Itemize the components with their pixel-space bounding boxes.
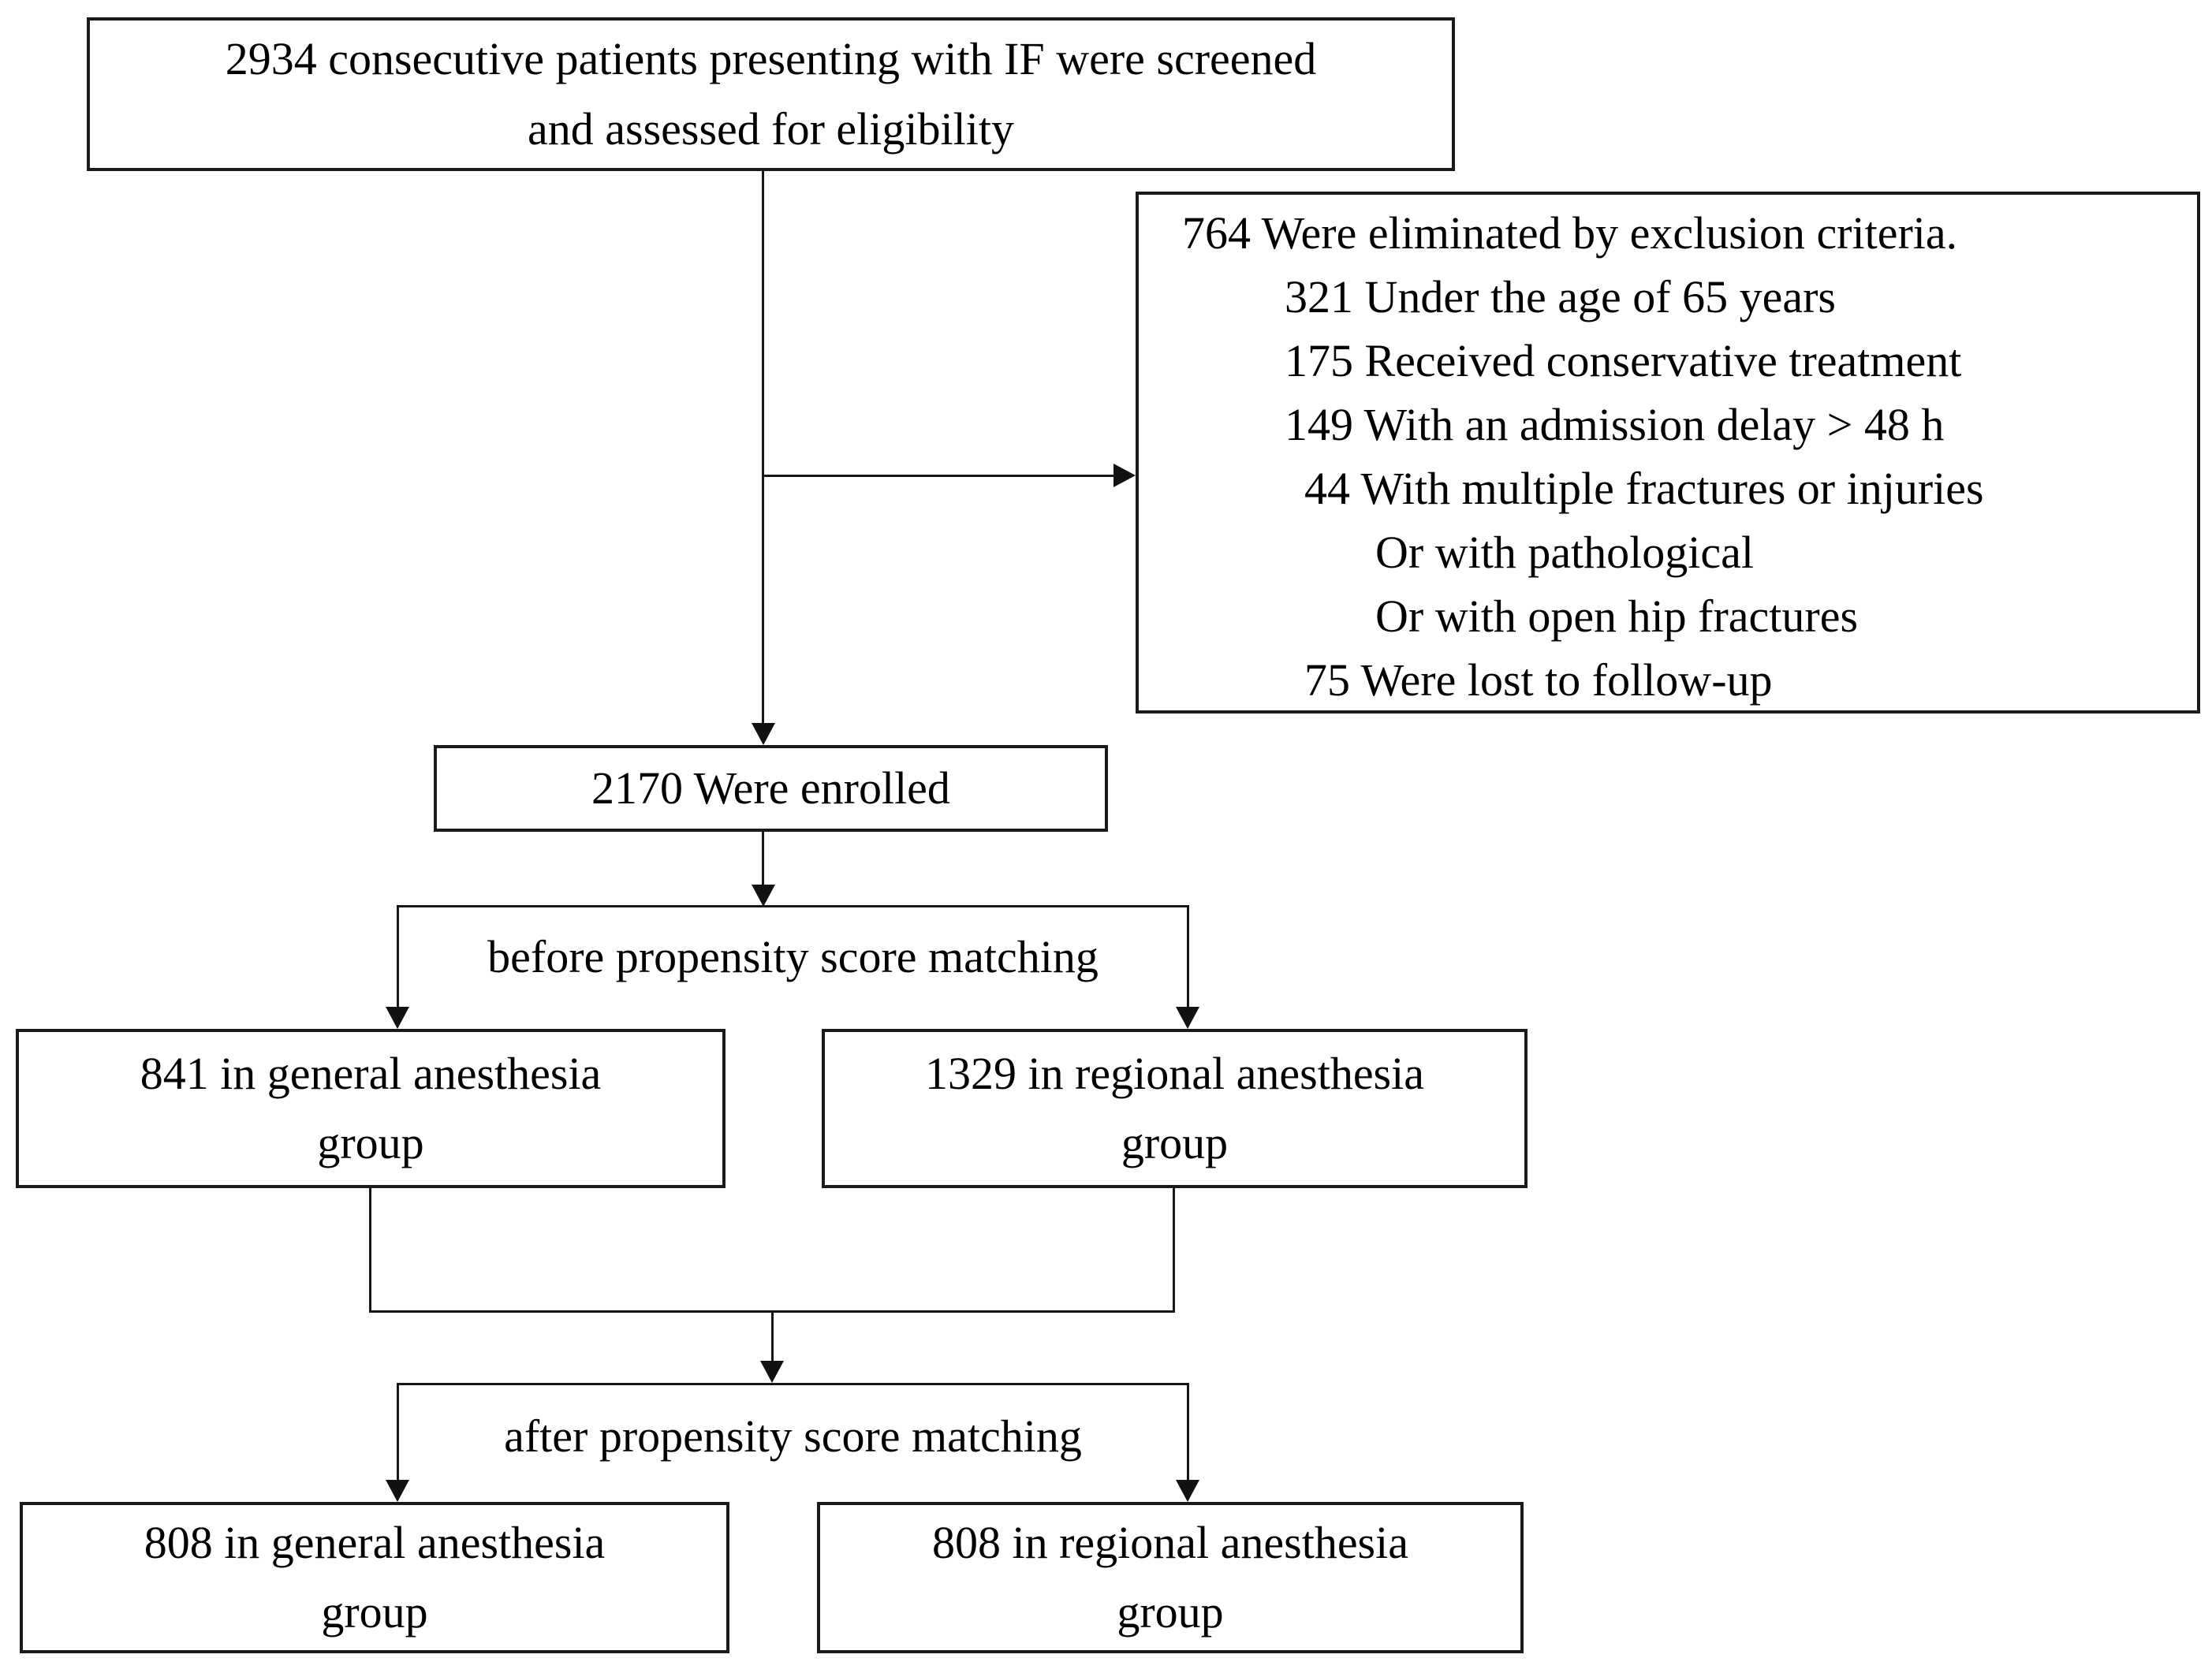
after-regional-box: 808 in regional anesthesia group: [817, 1502, 1524, 1653]
connector-screened-to-enrolled-line: [762, 171, 764, 725]
merge-left-line: [369, 1188, 371, 1313]
merge-center-line: [771, 1310, 774, 1362]
after-general-line1: 808 in general anesthesia: [144, 1516, 606, 1568]
screened-box-line2: and assessed for eligibility: [528, 102, 1014, 155]
enrolled-box: 2170 Were enrolled: [434, 745, 1108, 832]
after-regional-line1: 808 in regional anesthesia: [932, 1516, 1408, 1568]
before-bracket-top-line: [397, 905, 1189, 907]
excluded-line-lost-followup: 75 Were lost to follow-up: [1304, 654, 1773, 706]
after-regional-line2: group: [1117, 1586, 1224, 1638]
excluded-line-pathological: Or with pathological: [1375, 527, 1755, 578]
excluded-line-conservative: 175 Received conservative treatment: [1285, 335, 1962, 386]
excluded-line-total: 764 Were eliminated by exclusion criteri…: [1182, 207, 1958, 259]
before-regional-box: 1329 in regional anesthesia group: [822, 1029, 1528, 1188]
after-bracket-top-line: [397, 1383, 1189, 1385]
after-matching-label: after propensity score matching: [504, 1410, 1082, 1462]
arrowhead-into-before-general-icon: [386, 1007, 409, 1029]
before-regional-line2: group: [1121, 1117, 1229, 1168]
arrowhead-into-before-bracket-icon: [752, 885, 775, 907]
after-general-line2: group: [321, 1586, 428, 1638]
before-regional-line1: 1329 in regional anesthesia: [925, 1047, 1424, 1099]
before-general-line2: group: [317, 1117, 424, 1168]
before-general-box: 841 in general anesthesia group: [16, 1029, 726, 1188]
after-bracket-left-line: [397, 1383, 399, 1480]
enrolled-box-label: 2170 Were enrolled: [591, 762, 950, 814]
arrowhead-into-after-regional-icon: [1176, 1480, 1199, 1502]
after-general-box: 808 in general anesthesia group: [20, 1502, 729, 1653]
arrowhead-into-before-regional-icon: [1176, 1007, 1199, 1029]
merge-right-line: [1173, 1188, 1175, 1313]
before-matching-label: before propensity score matching: [487, 931, 1099, 982]
screened-box-line1: 2934 consecutive patients presenting wit…: [225, 33, 1317, 85]
connector-enrolled-to-before-line: [762, 832, 764, 885]
arrowhead-into-excluded-icon: [1113, 464, 1136, 487]
before-bracket-right-line: [1187, 905, 1189, 1008]
excluded-line-multiple-fractures: 44 With multiple fractures or injuries: [1304, 463, 1984, 514]
screened-box: 2934 consecutive patients presenting wit…: [87, 17, 1455, 171]
excluded-line-open-hip: Or with open hip fractures: [1375, 591, 1859, 642]
after-bracket-right-line: [1187, 1383, 1189, 1480]
arrowhead-into-after-bracket-icon: [760, 1361, 784, 1383]
arrowhead-into-enrolled-icon: [752, 723, 775, 745]
connector-branch-to-excluded-line: [762, 475, 1113, 477]
before-general-line1: 841 in general anesthesia: [140, 1047, 602, 1099]
before-bracket-left-line: [397, 905, 399, 1008]
excluded-box: 764 Were eliminated by exclusion criteri…: [1136, 192, 2200, 714]
excluded-line-age: 321 Under the age of 65 years: [1285, 271, 1836, 322]
arrowhead-into-after-general-icon: [386, 1480, 409, 1502]
excluded-line-delay: 149 With an admission delay > 48 h: [1285, 399, 1945, 450]
